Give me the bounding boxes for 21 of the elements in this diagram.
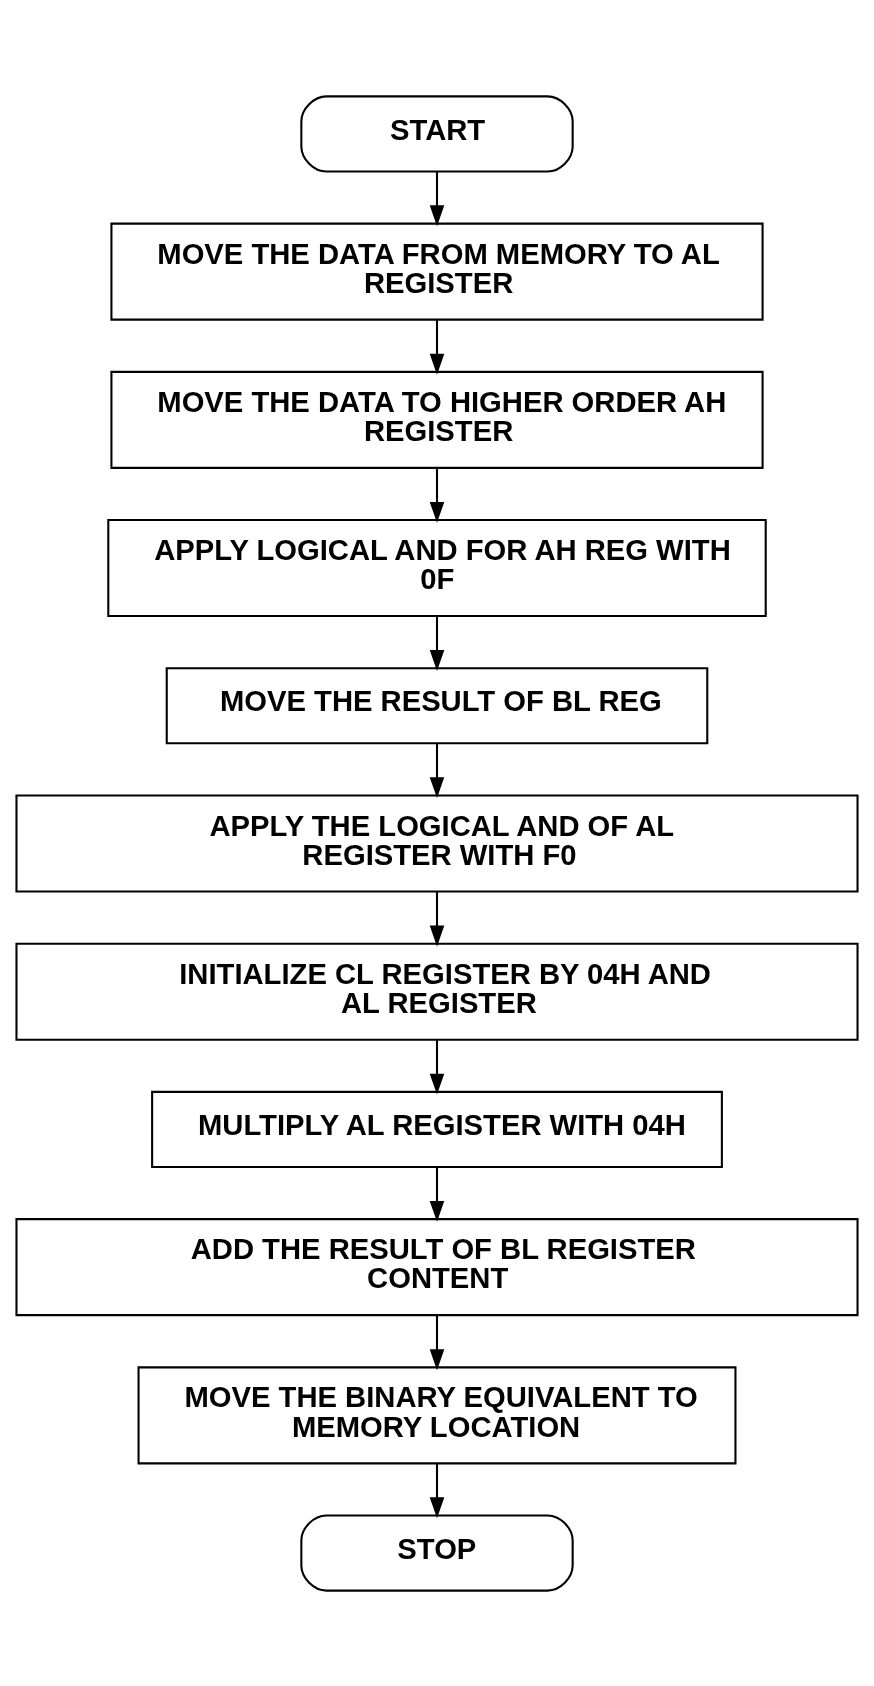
arrow	[429, 171, 445, 226]
arrow	[429, 891, 445, 946]
node-box: MOVE THE DATA TO HIGHER ORDER AH REGISTER	[110, 370, 764, 469]
arrow	[429, 1039, 445, 1095]
arrow	[429, 467, 445, 523]
arrow	[429, 1315, 445, 1370]
node-box: APPLY THE LOGICAL AND OF AL REGISTER WITH F0	[15, 793, 859, 893]
node-box: APPLY LOGICAL AND FOR AH REG WITH 0F	[107, 518, 767, 617]
node-box: START	[300, 94, 574, 173]
arrow	[429, 1462, 445, 1518]
arrow	[429, 743, 445, 798]
arrow	[429, 319, 445, 375]
node-box: STOP	[300, 1513, 574, 1592]
node-box: INITIALIZE CL REGISTER BY 04H AND AL REGISTER	[15, 942, 859, 1041]
arrow	[429, 615, 445, 671]
node-box: MOVE THE RESULT OF BL REG	[165, 666, 709, 744]
node-box: ADD THE RESULT OF BL REGISTER CONTENT	[15, 1217, 859, 1316]
node-box: MULTIPLY AL REGISTER WITH 04H	[151, 1090, 723, 1168]
arrow	[429, 1166, 445, 1222]
node-box: MOVE THE DATA FROM MEMORY TO AL REGISTER	[110, 222, 764, 321]
node-box: MOVE THE BINARY EQUIVALENT TO MEMORY LOCATION	[137, 1365, 737, 1464]
